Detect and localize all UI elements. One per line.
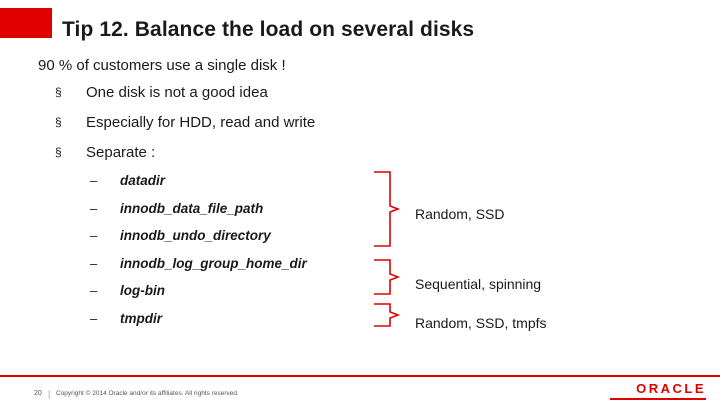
list-item: § Separate : <box>55 144 505 174</box>
sub-list: – datadir – innodb_data_file_path – inno… <box>90 172 390 337</box>
dash-marker-icon: – <box>90 173 98 188</box>
bullet-label: One disk is not a good idea <box>86 84 268 101</box>
footer-divider <box>0 375 720 377</box>
list-item: – tmpdir <box>90 310 390 338</box>
bullet-list: § One disk is not a good idea § Especial… <box>55 84 505 174</box>
dash-marker-icon: – <box>90 310 98 326</box>
dash-marker-icon: – <box>90 255 98 271</box>
sub-item-label: tmpdir <box>120 310 162 326</box>
bullet-marker-icon: § <box>55 85 62 99</box>
bullet-marker-icon: § <box>55 145 62 159</box>
slide-number: 20 <box>34 390 42 397</box>
footer: 20 | Copyright © 2014 Oracle and/or its … <box>0 377 720 405</box>
footer-separator: | <box>48 389 51 399</box>
bullet-label: Especially for HDD, read and write <box>86 114 316 131</box>
sub-item-label: datadir <box>120 173 166 188</box>
list-item: § Especially for HDD, read and write <box>55 114 505 144</box>
oracle-logo-underline <box>610 398 706 400</box>
list-item: – log-bin <box>90 282 390 310</box>
bullet-marker-icon: § <box>55 115 62 129</box>
annotation-label: Random, SSD, tmpfs <box>415 315 547 331</box>
sub-item-label: innodb_undo_directory <box>120 228 271 243</box>
sub-item-label: innodb_data_file_path <box>120 200 264 216</box>
dash-marker-icon: – <box>90 228 98 243</box>
list-item: § One disk is not a good idea <box>55 84 505 114</box>
page-title: Tip 12. Balance the load on several disk… <box>62 18 475 41</box>
dash-marker-icon: – <box>90 200 98 216</box>
sub-item-label: innodb_log_group_home_dir <box>120 255 307 271</box>
list-item: – innodb_data_file_path <box>90 200 390 228</box>
dash-marker-icon: – <box>90 283 98 298</box>
oracle-logo: ORACLE <box>636 381 706 396</box>
sub-item-label: log-bin <box>120 283 165 298</box>
bullet-label: Separate : <box>86 144 156 161</box>
grouping-braces-icon <box>374 171 401 327</box>
list-item: – innodb_log_group_home_dir <box>90 255 390 283</box>
red-corner-block <box>0 8 52 38</box>
list-item: – innodb_undo_directory <box>90 227 390 255</box>
copyright-text: Copyright © 2014 Oracle and/or its affil… <box>56 390 239 397</box>
list-item: – datadir <box>90 172 390 200</box>
annotation-label: Random, SSD <box>415 206 505 222</box>
annotation-label: Sequential, spinning <box>415 276 542 292</box>
lead-text: 90 % of customers use a single disk ! <box>38 57 286 74</box>
